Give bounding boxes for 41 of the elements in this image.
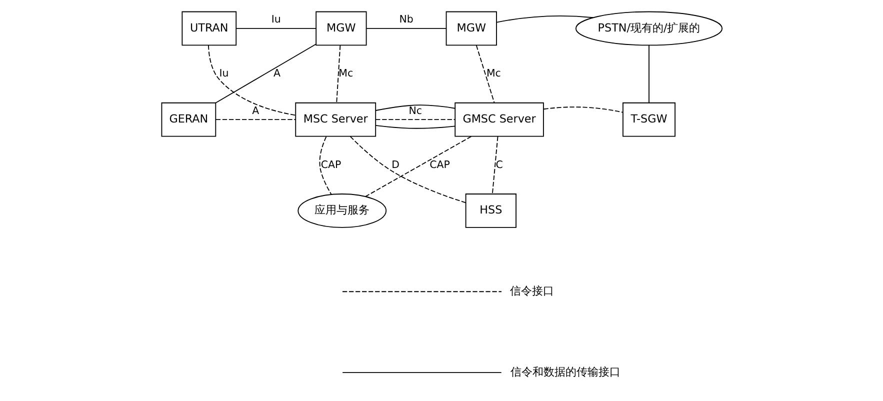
edge-label: Iu: [218, 68, 228, 80]
edge-label: C: [495, 160, 502, 171]
connector: [496, 15, 594, 23]
connector: [215, 119, 296, 120]
edge-label: Mc: [486, 68, 500, 80]
connector: [491, 136, 498, 194]
edge-label: Mc: [338, 68, 353, 80]
edge-label: A: [273, 68, 280, 80]
connector: [648, 44, 649, 104]
connector: [475, 44, 494, 104]
connector: [542, 106, 623, 113]
connector: [366, 28, 446, 29]
edge-label: D: [391, 160, 400, 171]
node-ellipse: PSTN/现有的/扩展的: [574, 11, 722, 46]
connector: [364, 136, 472, 197]
edge-label: A: [252, 106, 259, 117]
node-box: GERAN: [160, 102, 216, 137]
edge-label: CAP: [320, 160, 341, 171]
node-ellipse: 应用与服务: [297, 194, 386, 228]
legend-label: 信令和数据的传输接口: [510, 365, 620, 378]
edge-label: CAP: [429, 160, 450, 171]
edge-label: Iu: [270, 14, 280, 26]
connector: [208, 44, 296, 116]
connector: [318, 136, 332, 195]
connector: [374, 125, 456, 129]
edge-label: Nb: [398, 14, 413, 26]
node-box: GMSC Server: [454, 102, 544, 137]
node-box: MGW: [315, 11, 366, 46]
legend-label: 信令接口: [509, 284, 554, 298]
node-box: MGW: [445, 11, 496, 46]
connector: [214, 44, 316, 104]
node-box: HSS: [464, 194, 516, 228]
connector: [374, 119, 456, 120]
connector: [235, 28, 316, 29]
node-box: T-SGW: [622, 102, 675, 137]
connector: [374, 104, 455, 111]
node-box: MSC Server: [294, 102, 376, 137]
connector: [349, 136, 466, 204]
edge-label: Nc: [408, 106, 422, 117]
connector: [336, 44, 340, 104]
node-box: UTRAN: [181, 11, 236, 46]
